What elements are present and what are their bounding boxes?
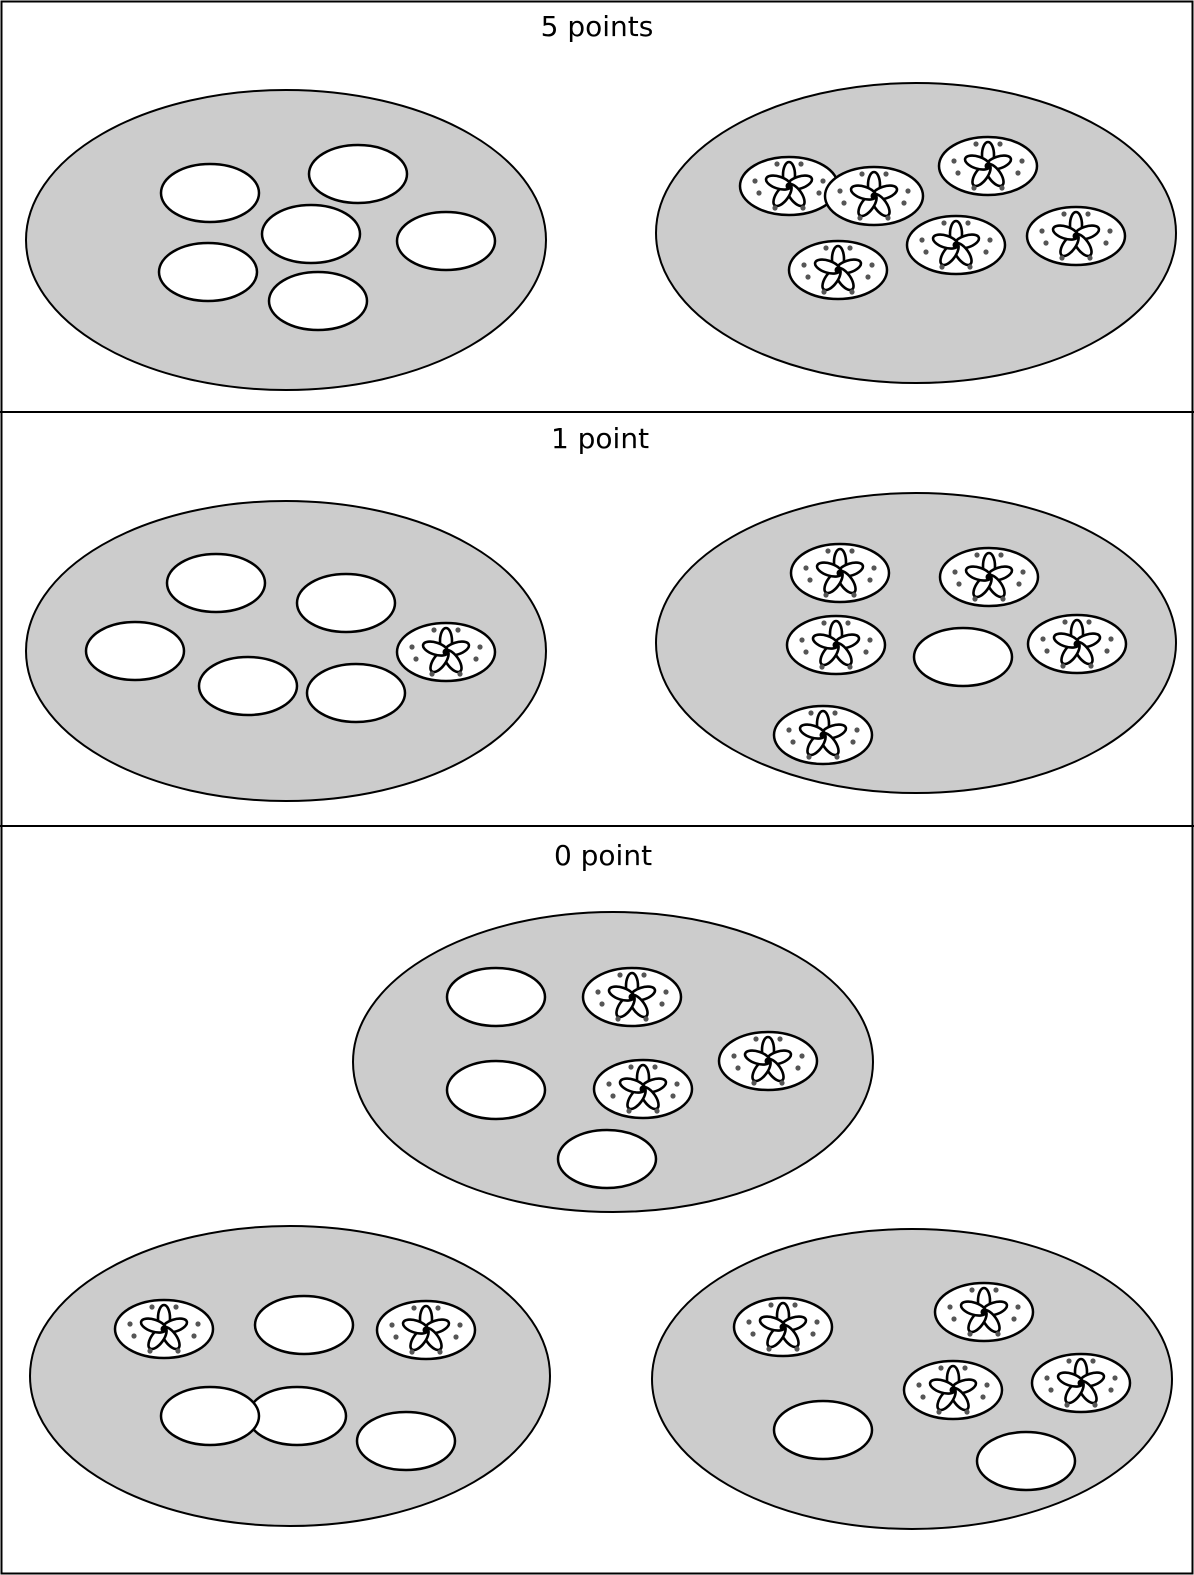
flower-in-oval-icon bbox=[772, 704, 874, 766]
plate bbox=[655, 492, 1177, 794]
flower-in-oval-icon bbox=[1030, 1352, 1132, 1414]
empty-oval-icon bbox=[445, 966, 547, 1028]
empty-oval-icon bbox=[165, 552, 267, 614]
flower-in-oval-icon bbox=[823, 165, 925, 227]
flower-in-oval-icon bbox=[1025, 205, 1127, 267]
empty-oval-icon bbox=[197, 655, 299, 717]
flower-in-oval-icon bbox=[787, 239, 889, 301]
flower-in-oval-icon bbox=[592, 1058, 694, 1120]
flower-in-oval-icon bbox=[581, 966, 683, 1028]
plate bbox=[651, 1228, 1173, 1530]
empty-oval-icon bbox=[295, 572, 397, 634]
empty-oval-icon bbox=[772, 1399, 874, 1461]
empty-oval-icon bbox=[159, 162, 261, 224]
empty-oval-icon bbox=[395, 210, 497, 272]
flower-in-oval-icon bbox=[1026, 613, 1128, 675]
flower-in-oval-icon bbox=[905, 214, 1007, 276]
plate bbox=[25, 89, 547, 391]
flower-in-oval-icon bbox=[375, 1299, 477, 1361]
flower-in-oval-icon bbox=[395, 621, 497, 683]
panel-one-point: 1 point bbox=[25, 422, 1177, 802]
empty-oval-icon bbox=[260, 203, 362, 265]
empty-oval-icon bbox=[307, 143, 409, 205]
flower-in-oval-icon bbox=[732, 1296, 834, 1358]
flower-in-oval-icon bbox=[785, 614, 887, 676]
plate bbox=[25, 500, 547, 802]
empty-oval-icon bbox=[84, 620, 186, 682]
empty-oval-icon bbox=[305, 662, 407, 724]
flower-in-oval-icon bbox=[937, 135, 1039, 197]
panel-zero-points: 0 point bbox=[29, 839, 1173, 1530]
plate bbox=[655, 82, 1177, 384]
flower-in-oval-icon bbox=[717, 1030, 819, 1092]
empty-oval-icon bbox=[159, 1385, 261, 1447]
flower-in-oval-icon bbox=[933, 1281, 1035, 1343]
flower-in-oval-icon bbox=[113, 1298, 215, 1360]
flower-in-oval-icon bbox=[938, 546, 1040, 608]
plate bbox=[29, 1225, 551, 1527]
panel-label: 5 points bbox=[541, 10, 654, 43]
panel-five-points: 5 points bbox=[25, 10, 1177, 391]
empty-oval-icon bbox=[246, 1385, 348, 1447]
empty-oval-icon bbox=[445, 1059, 547, 1121]
panel-label: 1 point bbox=[551, 422, 649, 455]
empty-oval-icon bbox=[253, 1294, 355, 1356]
empty-oval-icon bbox=[975, 1430, 1077, 1492]
flower-in-oval-icon bbox=[738, 155, 840, 217]
panel-label: 0 point bbox=[554, 839, 652, 872]
empty-oval-icon bbox=[556, 1128, 658, 1190]
empty-oval-icon bbox=[355, 1410, 457, 1472]
empty-oval-icon bbox=[912, 626, 1014, 688]
plate bbox=[352, 911, 874, 1213]
flower-in-oval-icon bbox=[902, 1359, 1004, 1421]
flower-in-oval-icon bbox=[789, 542, 891, 604]
empty-oval-icon bbox=[267, 270, 369, 332]
empty-oval-icon bbox=[157, 241, 259, 303]
